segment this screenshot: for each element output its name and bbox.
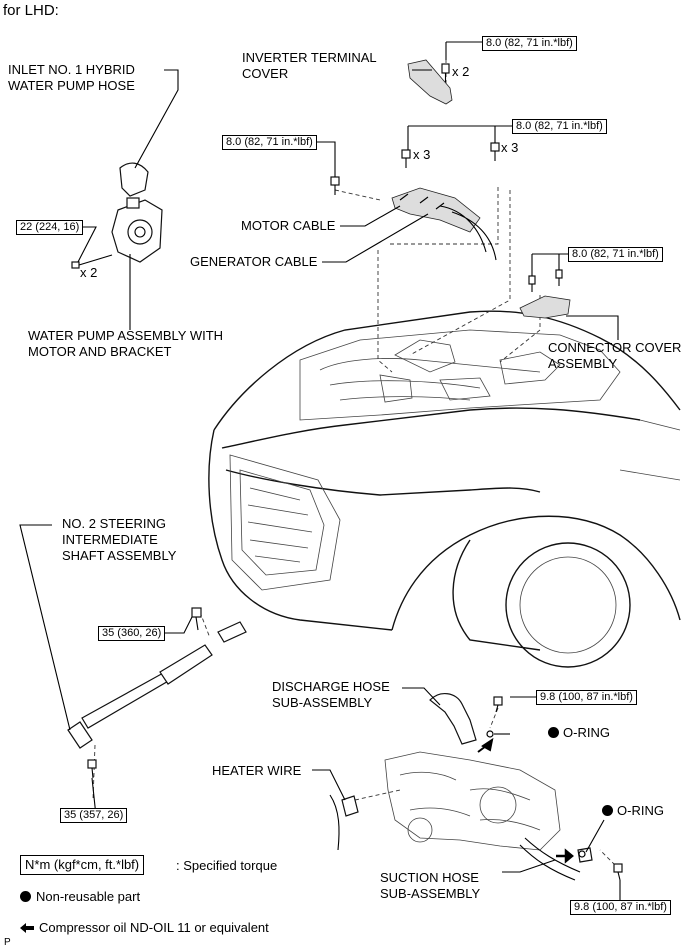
suction-hose-label-line2: SUB-ASSEMBLY <box>380 886 481 901</box>
torque-suction-hose: 9.8 (100, 87 in.*lbf) <box>570 900 671 915</box>
steering-shaft-label-line2: INTERMEDIATE <box>62 532 158 547</box>
o-ring-text-2: O-RING <box>617 803 664 818</box>
o-ring-label-2: O-RING <box>602 803 664 819</box>
connector-cover-label-line2: ASSEMBLY <box>548 356 618 371</box>
legend-nonreusable: Non-reusable part <box>20 889 140 905</box>
water-pump-label-line2: MOTOR AND BRACKET <box>28 344 172 359</box>
qty-motor-cable-b: x 3 <box>501 140 519 155</box>
torque-connector-cover: 8.0 (82, 71 in.*lbf) <box>568 247 663 262</box>
assembly-dashed-lines <box>92 60 621 871</box>
o-ring-label-1: O-RING <box>548 725 610 741</box>
steering-shaft-label-line1: NO. 2 STEERING <box>62 516 167 531</box>
discharge-hose-label: DISCHARGE HOSE SUB-ASSEMBLY <box>272 679 390 711</box>
motor-generator-cable <box>391 187 497 261</box>
connector-cover-part <box>519 269 571 319</box>
legend-oil-text: Compressor oil ND-OIL 11 or equivalent <box>39 920 269 935</box>
water-pump-part <box>71 162 163 269</box>
inlet-hose-label: INLET NO. 1 HYBRID WATER PUMP HOSE <box>8 62 135 94</box>
non-reusable-dot-icon <box>602 805 613 816</box>
non-reusable-dot-icon <box>548 727 559 738</box>
legend-torque-text: : Specified torque <box>176 858 278 873</box>
heater-wire-label: HEATER WIRE <box>212 763 302 778</box>
page-marker: P <box>4 937 11 948</box>
vehicle-outline <box>208 310 681 668</box>
connector-cover-label-line1: CONNECTOR COVER <box>548 340 682 355</box>
inlet-hose-label-line1: INLET NO. 1 HYBRID <box>8 62 135 77</box>
motor-cable-label: MOTOR CABLE <box>241 218 336 233</box>
qty-water-pump: x 2 <box>80 265 98 280</box>
discharge-hose-label-line2: SUB-ASSEMBLY <box>272 695 373 710</box>
page-header: for LHD: <box>3 2 59 19</box>
inverter-terminal-cover <box>407 59 453 105</box>
oil-arrow-icon <box>20 921 34 937</box>
legend-nonreusable-text: Non-reusable part <box>36 889 141 904</box>
o-ring-text-1: O-RING <box>563 725 610 740</box>
inverter-cover-label: INVERTER TERMINAL COVER <box>242 50 377 82</box>
inverter-cover-label-line2: COVER <box>242 66 289 81</box>
torque-inverter-cover: 8.0 (82, 71 in.*lbf) <box>482 36 577 51</box>
water-pump-label: WATER PUMP ASSEMBLY WITH MOTOR AND BRACK… <box>28 328 223 360</box>
torque-steering-lower: 35 (357, 26) <box>60 808 128 823</box>
torque-water-pump: 22 (224, 16) <box>16 220 84 235</box>
qty-inverter-cover: x 2 <box>452 64 470 79</box>
suction-hose-label-line1: SUCTION HOSE <box>380 870 479 885</box>
connector-cover-label: CONNECTOR COVER ASSEMBLY <box>548 340 681 372</box>
steering-shaft-label: NO. 2 STEERING INTERMEDIATE SHAFT ASSEMB… <box>62 516 176 564</box>
torque-motor-cable-left: 8.0 (82, 71 in.*lbf) <box>222 135 317 150</box>
generator-cable-label: GENERATOR CABLE <box>190 254 318 269</box>
water-pump-label-line1: WATER PUMP ASSEMBLY WITH <box>28 328 224 343</box>
torque-discharge-hose: 9.8 (100, 87 in.*lbf) <box>536 690 637 705</box>
legend-torque-box: N*m (kgf*cm, ft.*lbf) <box>20 855 145 875</box>
qty-motor-cable-a: x 3 <box>413 147 431 162</box>
torque-motor-cable-right: 8.0 (82, 71 in.*lbf) <box>512 119 607 134</box>
callout-leader-lines <box>19 41 621 900</box>
o-ring-markers <box>477 730 605 864</box>
suction-hose-label: SUCTION HOSE SUB-ASSEMBLY <box>380 870 480 902</box>
torque-steering-upper: 35 (360, 26) <box>98 626 166 641</box>
steering-shaft-part <box>67 607 247 779</box>
discharge-hose-label-line1: DISCHARGE HOSE <box>272 679 390 694</box>
inlet-hose-label-line2: WATER PUMP HOSE <box>8 78 135 93</box>
inverter-cover-label-line1: INVERTER TERMINAL <box>242 50 377 65</box>
non-reusable-dot-icon <box>20 891 31 902</box>
compressor-part <box>329 693 623 881</box>
legend-oil: Compressor oil ND-OIL 11 or equivalent <box>20 920 269 937</box>
steering-shaft-label-line3: SHAFT ASSEMBLY <box>62 548 177 563</box>
